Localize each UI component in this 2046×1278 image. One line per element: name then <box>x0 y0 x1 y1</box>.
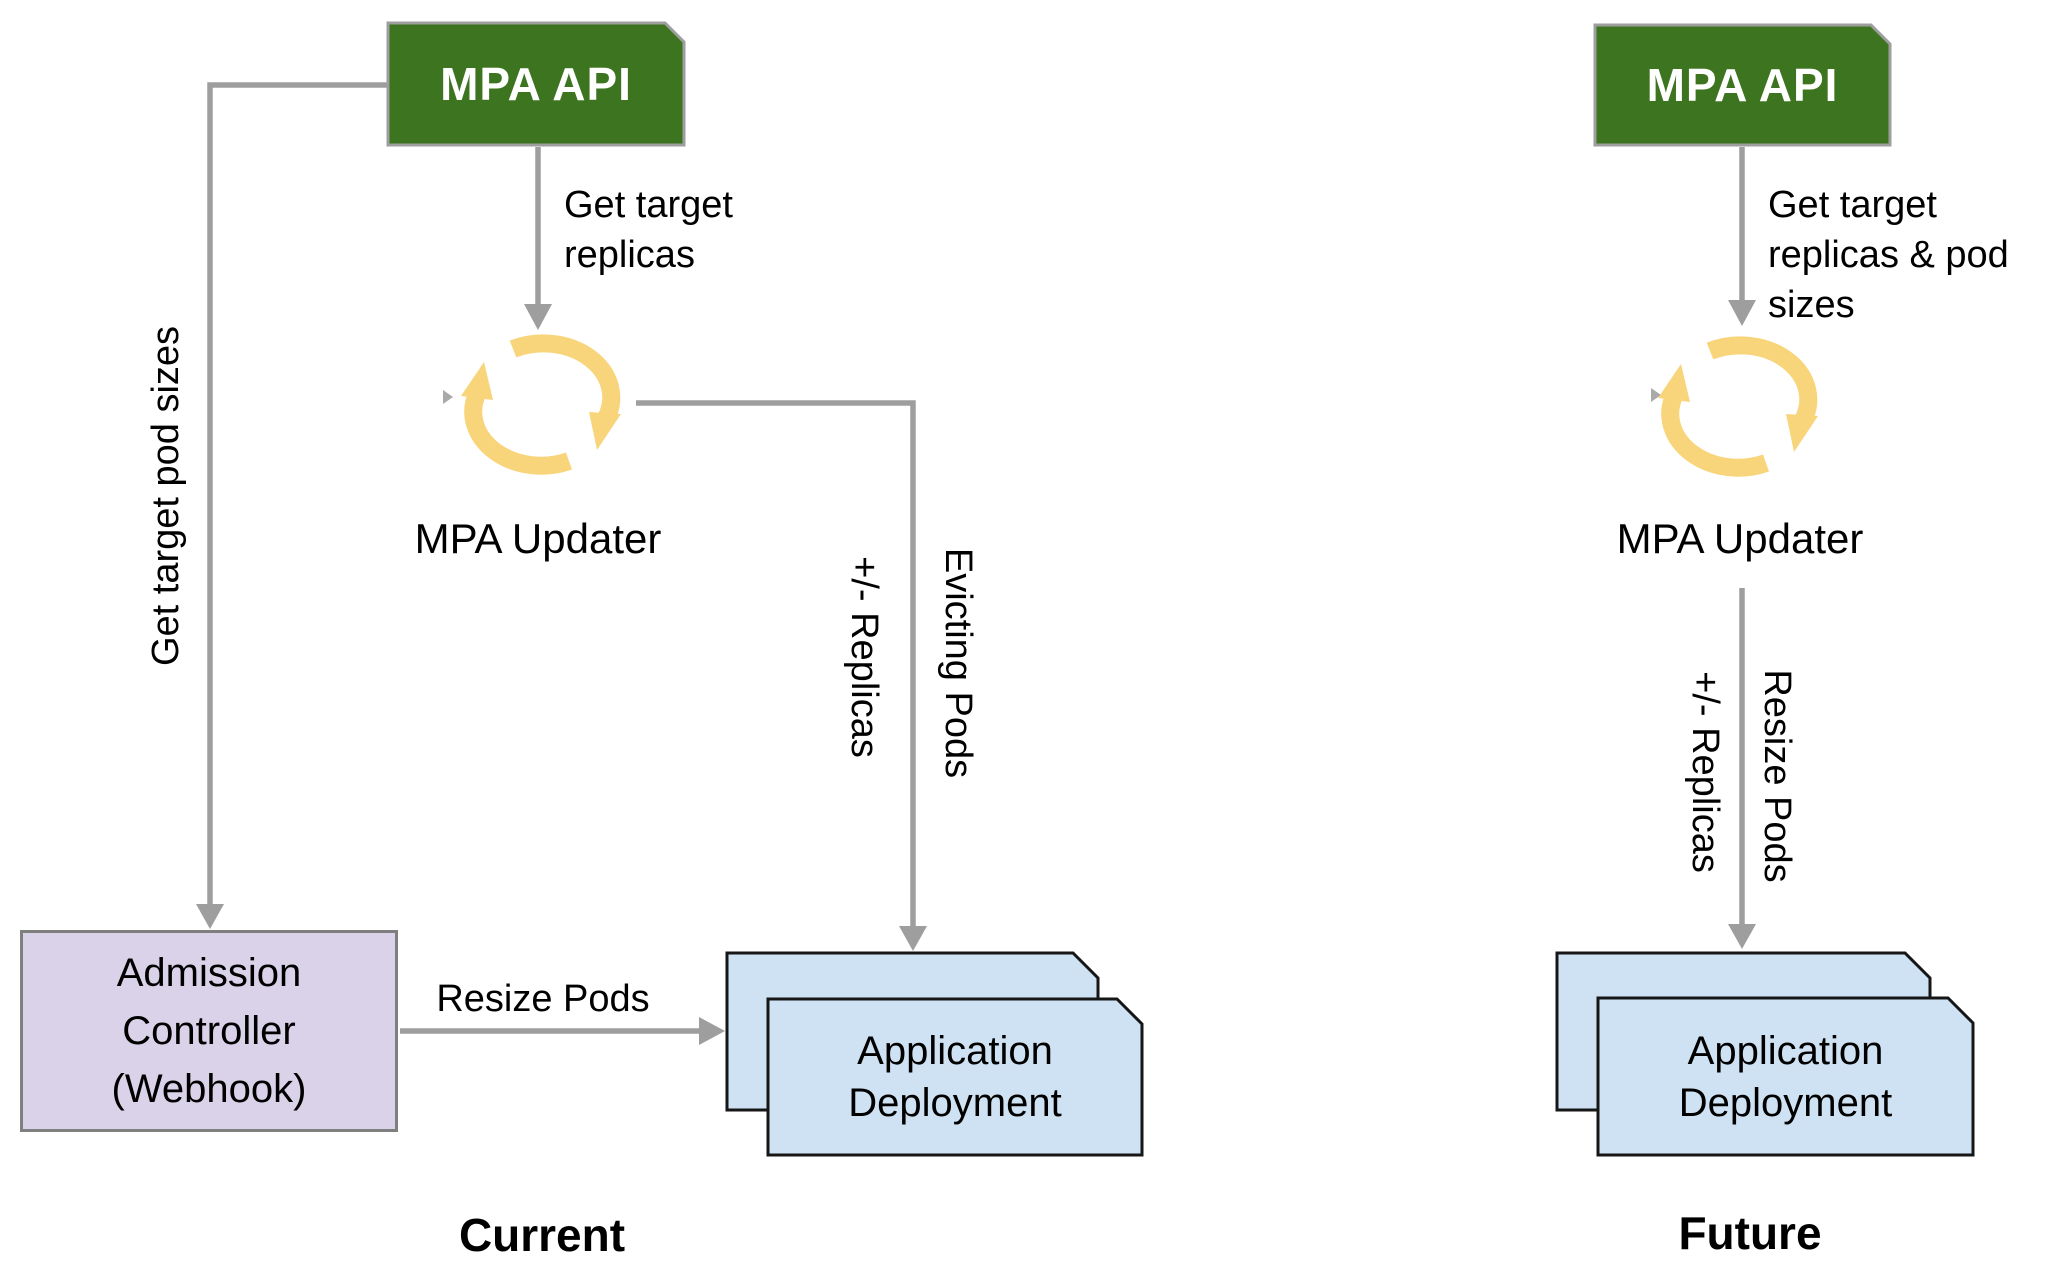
label-plus-minus-replicas-current: +/- Replicas <box>843 556 886 758</box>
note-shape <box>386 21 686 147</box>
mpa-api-title: MPA API <box>440 58 632 110</box>
admission-controller-label: Admission Controller (Webhook) <box>111 951 307 1111</box>
mpa-api-box-future: MPA API <box>1593 23 1892 147</box>
section-title-current: Current <box>458 1209 626 1261</box>
mpa-updater-label-future: MPA Updater <box>1616 515 1864 562</box>
label-resize-pods-future: Resize Pods <box>1756 669 1799 883</box>
label-plus-minus-replicas-future: +/- Replicas <box>1684 671 1727 873</box>
application-deployment-front-future: Application Deployment <box>1596 996 1975 1157</box>
application-deployment-front-current: Application Deployment <box>766 997 1144 1157</box>
label-get-target-pod-sizes: Get target pod sizes <box>144 325 187 667</box>
application-deployment-label-future: Application Deployment <box>1678 1028 1893 1125</box>
mpa-updater-label-current: MPA Updater <box>414 515 662 562</box>
section-title-future: Future <box>1678 1207 1822 1259</box>
arrow-api-to-updater-future <box>1728 147 1756 326</box>
cycle-arrows-icon <box>461 334 621 475</box>
label-get-target-replicas-future: Get target replicas & pod sizes <box>1768 184 2009 327</box>
note-shape <box>1593 23 1892 147</box>
mpa-api-box-current: MPA API <box>386 21 686 147</box>
arrow-api-to-updater-current <box>524 147 552 330</box>
note-shape <box>766 997 1144 1157</box>
label-resize-pods-current: Resize Pods <box>436 977 650 1020</box>
application-deployment-label-current: Application Deployment <box>848 1029 1062 1125</box>
small-triangle-icon <box>443 390 453 404</box>
arrow-api-to-admission <box>196 82 388 929</box>
label-evicting-pods: Evicting Pods <box>937 547 980 779</box>
cycle-arrows-icon <box>1658 336 1818 477</box>
mpa-api-title: MPA API <box>1646 59 1839 111</box>
label-get-target-replicas-current: Get target replicas <box>564 184 733 277</box>
admission-controller-box: Admission Controller (Webhook) <box>20 930 398 1132</box>
note-shape <box>1596 996 1975 1157</box>
